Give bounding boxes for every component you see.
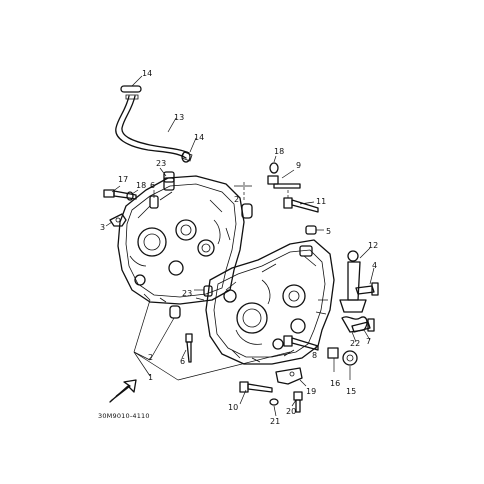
callout-13: 13 [174, 113, 184, 122]
left-crankcase [117, 175, 245, 305]
hose-clip-lower [181, 151, 191, 163]
seal-15 [342, 350, 358, 366]
callout-20: 20 [286, 407, 296, 416]
callout-9: 9 [296, 161, 301, 170]
callout-18b: 18 [274, 147, 284, 156]
washer-18-right [269, 162, 279, 174]
callout-23b: 23 [182, 289, 192, 298]
callout-3: 3 [100, 223, 105, 232]
callout-5: 5 [326, 227, 331, 236]
leader-lines [105, 75, 375, 417]
stopper-lever [339, 250, 367, 313]
bolt-9 [267, 175, 301, 189]
bracket-19 [275, 367, 303, 385]
bolt-6-lower [185, 333, 193, 363]
callout-2a: 2 [234, 195, 239, 204]
washer-18-left [126, 191, 134, 201]
diagram-code: 30M9010-4110 [98, 412, 150, 420]
callout-17: 17 [118, 175, 128, 184]
callout-14: 14 [142, 69, 152, 78]
callout-8: 8 [312, 351, 317, 360]
bolt-17 [103, 189, 137, 200]
dowel-2-upper [241, 203, 253, 219]
callout-23a: 23 [156, 159, 166, 168]
breather-hose [115, 94, 193, 162]
callout-11: 11 [316, 197, 326, 206]
nut-3 [109, 213, 127, 227]
callout-7: 7 [366, 337, 371, 346]
callout-21: 21 [270, 417, 280, 426]
right-crankcase [205, 239, 335, 365]
callout-12: 12 [368, 241, 378, 250]
dowel-23-lower [203, 285, 213, 297]
bolt-5 [305, 225, 317, 235]
bolt-4 [355, 282, 379, 296]
callout-16: 16 [330, 379, 340, 388]
callout-6b: 6 [180, 357, 185, 366]
bolt-8 [283, 335, 319, 351]
dowel-2-lower [169, 305, 181, 319]
callout-2b: 2 [148, 353, 153, 362]
callout-22: 22 [350, 339, 360, 348]
hose-clip-upper [120, 85, 142, 93]
callout-18a: 18 [136, 181, 146, 190]
callout-1: 1 [148, 373, 153, 382]
plug-16 [327, 347, 339, 359]
callout-6a: 6 [150, 181, 155, 190]
front-arrow-icon [109, 379, 137, 403]
callout-10: 10 [228, 403, 238, 412]
spring-22 [341, 316, 368, 333]
callout-19: 19 [306, 387, 316, 396]
callouts: 14 13 14 23 17 18 6 3 2 18 9 11 5 12 4 7… [100, 69, 378, 426]
callout-14b: 14 [194, 133, 204, 142]
bolt-7 [351, 318, 375, 333]
callout-4: 4 [372, 261, 377, 270]
bolt-20 [293, 391, 303, 413]
washer-21 [269, 398, 279, 406]
bolt-11 [283, 197, 319, 213]
bolt-10 [239, 381, 273, 393]
dowel-23-upper [163, 171, 175, 183]
callout-15: 15 [346, 387, 356, 396]
